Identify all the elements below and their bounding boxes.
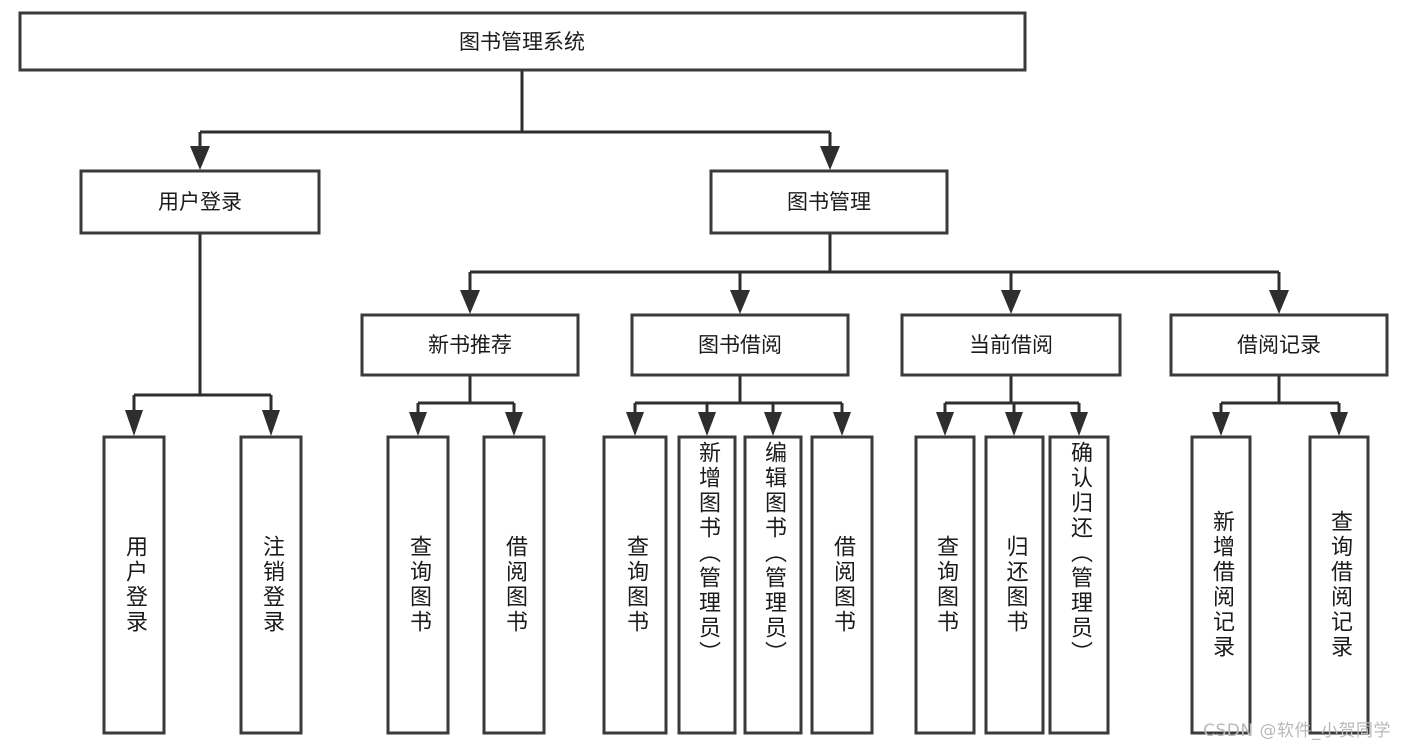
arrow-head-leaf-query-borrow-record — [1330, 412, 1348, 436]
arrow-head-book-borrow — [730, 290, 750, 314]
node-current-borrow[interactable]: 当前借阅 — [900, 313, 1122, 377]
connector-group — [125, 70, 1348, 436]
node-book-borrow-label: 图书借阅 — [698, 333, 782, 357]
node-borrow-record-box[interactable] — [1169, 313, 1389, 377]
node-new-book-rec[interactable]: 新书推荐 — [360, 313, 580, 377]
node-user-login-box[interactable] — [79, 169, 321, 235]
node-book-manage-box[interactable] — [709, 169, 949, 235]
arrow-head-leaf-query-book-rec — [409, 412, 427, 436]
arrow-head-current-borrow — [1001, 290, 1021, 314]
node-current-borrow-label: 当前借阅 — [969, 333, 1053, 357]
node-leaf-add-book-admin-box[interactable] — [677, 435, 737, 735]
node-borrow-record[interactable]: 借阅记录 — [1169, 313, 1389, 377]
node-leaf-borrow-book-box[interactable] — [810, 435, 874, 735]
arrow-head-leaf-return-book — [1005, 412, 1023, 436]
arrow-head-leaf-query-book-cur — [936, 412, 954, 436]
arrow-head-leaf-query-book-borrow — [626, 412, 644, 436]
node-leaf-edit-book-admin-box[interactable] — [743, 435, 803, 735]
arrow-head-leaf-borrow-book-rec — [505, 412, 523, 436]
node-new-book-rec-box[interactable] — [360, 313, 580, 377]
node-current-borrow-box[interactable] — [900, 313, 1122, 377]
node-leaf-user-logout-box[interactable] — [239, 435, 303, 735]
arrow-head-leaf-borrow-book — [833, 412, 851, 436]
node-leaf-return-book-box[interactable] — [984, 435, 1045, 735]
node-leaf-add-borrow-record-box[interactable] — [1190, 435, 1252, 735]
arrow-head-leaf-edit-book-admin — [764, 412, 782, 436]
node-leaf-user-login-box[interactable] — [102, 435, 166, 735]
node-leaf-confirm-return-admin-box[interactable] — [1048, 435, 1110, 735]
node-leaf-borrow-book-rec-box[interactable] — [482, 435, 546, 735]
arrow-head-leaf-user-login — [125, 410, 143, 436]
node-book-manage[interactable]: 图书管理 — [709, 169, 949, 235]
arrow-head-new-book-rec — [460, 290, 480, 314]
node-leaf-query-borrow-record-box[interactable] — [1308, 435, 1370, 735]
leaf-box-group — [102, 435, 1370, 735]
node-root[interactable]: 图书管理系统 — [18, 11, 1027, 72]
node-leaf-query-book-borrow-box[interactable] — [602, 435, 668, 735]
node-book-borrow[interactable]: 图书借阅 — [630, 313, 850, 377]
node-user-login-label: 用户登录 — [158, 190, 242, 214]
arrow-head-leaf-add-borrow-record — [1212, 412, 1230, 436]
node-borrow-record-label: 借阅记录 — [1237, 333, 1321, 357]
arrow-head-book-manage — [820, 146, 840, 170]
arrow-head-borrow-record — [1269, 290, 1289, 314]
node-book-manage-label: 图书管理 — [787, 190, 871, 214]
arrow-head-user-login — [190, 146, 210, 170]
arrow-head-leaf-confirm-return-admin — [1070, 412, 1088, 436]
node-user-login[interactable]: 用户登录 — [79, 169, 321, 235]
arrow-head-leaf-user-logout — [262, 410, 280, 436]
arrow-head-leaf-add-book-admin — [698, 412, 716, 436]
node-leaf-query-book-rec-box[interactable] — [386, 435, 450, 735]
node-root-box[interactable] — [18, 11, 1027, 72]
csdn-watermark: CSDN @软件_小贺同学 — [1203, 721, 1391, 741]
node-root-label: 图书管理系统 — [459, 30, 585, 54]
node-leaf-query-book-cur-box[interactable] — [914, 435, 976, 735]
node-book-borrow-box[interactable] — [630, 313, 850, 377]
node-new-book-rec-label: 新书推荐 — [428, 333, 512, 357]
